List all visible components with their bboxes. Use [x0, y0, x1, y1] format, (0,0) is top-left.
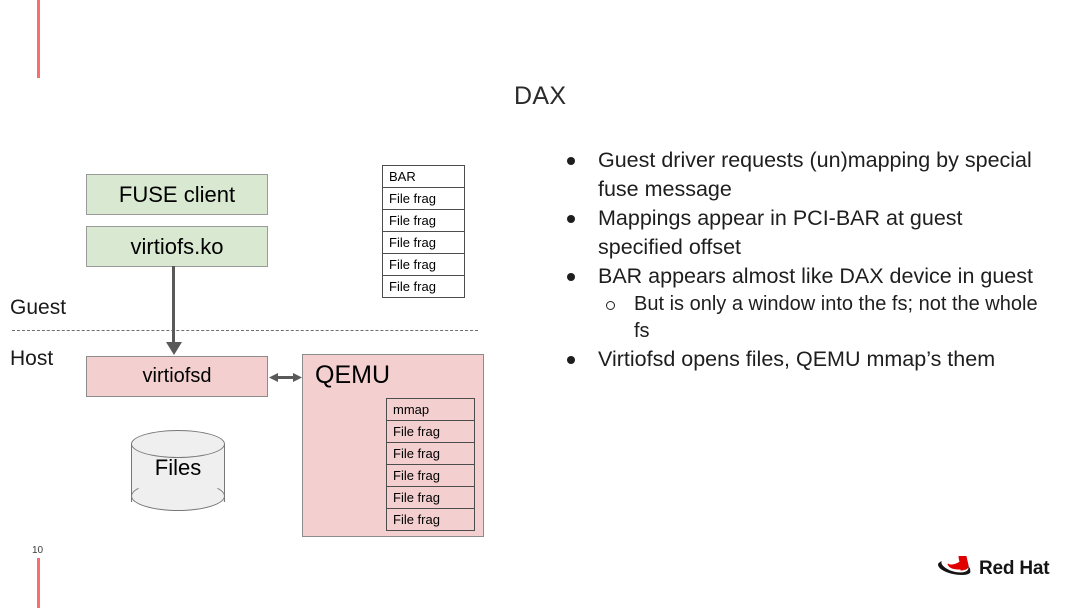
bar-table-row: File frag: [383, 231, 464, 253]
bullet-item: Virtiofsd opens files, QEMU mmap’s them: [560, 345, 1052, 374]
red-hat-logo: Red Hat: [938, 552, 1068, 586]
red-hat-logo-text: Red Hat: [979, 558, 1050, 579]
bullet-list: Guest driver requests (un)mapping by spe…: [560, 146, 1052, 374]
bar-table-row: File frag: [383, 253, 464, 275]
bar-table-row: File frag: [383, 187, 464, 209]
bar-fragment-table: BAR File frag File frag File frag File f…: [382, 165, 465, 298]
bullet-text: BAR appears almost like DAX device in gu…: [598, 264, 1033, 288]
bullet-hollow-dot-icon: [606, 301, 615, 310]
bullet-item: BAR appears almost like DAX device in gu…: [560, 262, 1052, 291]
red-hat-fedora-icon: [938, 556, 971, 575]
arrow-down-shaft-icon: [172, 266, 175, 346]
bar-table-header: BAR: [389, 169, 416, 184]
arrow-down-head-icon: [166, 342, 182, 355]
files-label: Files: [154, 455, 202, 480]
mmap-table-row: File frag: [387, 486, 474, 508]
files-cylinder: Files: [131, 430, 225, 513]
bidirectional-arrow-icon: [269, 373, 302, 382]
cylinder-bottom: [131, 481, 225, 511]
diagram-box-virtiofs-ko: virtiofs.ko: [86, 226, 268, 267]
mmap-table-row: File frag: [387, 420, 474, 442]
mmap-fragment-table: mmap File frag File frag File frag File …: [386, 398, 475, 531]
bullet-text: Mappings appear in PCI-BAR at guest spec…: [598, 206, 963, 259]
accent-rule-top: [37, 0, 40, 78]
bullet-dot-icon: [567, 157, 575, 165]
diagram-box-fuse-client: FUSE client: [86, 174, 268, 215]
bullet-dot-icon: [567, 356, 575, 364]
guest-label: Guest: [10, 296, 67, 319]
bullet-text: But is only a window into the fs; not th…: [634, 293, 1038, 342]
mmap-table-header: mmap: [393, 402, 430, 417]
host-label: Host: [10, 347, 54, 370]
mmap-table-row: File frag: [387, 442, 474, 464]
bullet-text: Virtiofsd opens files, QEMU mmap’s them: [598, 347, 996, 371]
bar-table-row: File frag: [383, 275, 464, 297]
diagram-box-qemu-label: QEMU: [315, 361, 390, 389]
mmap-table-row: File frag: [387, 464, 474, 486]
bullet-item: Mappings appear in PCI-BAR at guest spec…: [560, 204, 1052, 262]
bullet-item-sub: But is only a window into the fs; not th…: [560, 291, 1052, 345]
mmap-table-row: File frag: [387, 508, 474, 530]
cylinder-top: [131, 430, 225, 458]
bullet-dot-icon: [567, 273, 575, 281]
bullet-item: Guest driver requests (un)mapping by spe…: [560, 146, 1052, 204]
bullet-dot-icon: [567, 215, 575, 223]
accent-rule-bottom: [37, 558, 40, 608]
guest-host-divider: [12, 330, 478, 331]
bar-table-row: File frag: [383, 209, 464, 231]
diagram-box-virtiofsd: virtiofsd: [86, 356, 268, 397]
bullet-text: Guest driver requests (un)mapping by spe…: [598, 148, 1032, 201]
slide-title: DAX: [514, 82, 567, 110]
slide-number: 10: [32, 545, 44, 556]
